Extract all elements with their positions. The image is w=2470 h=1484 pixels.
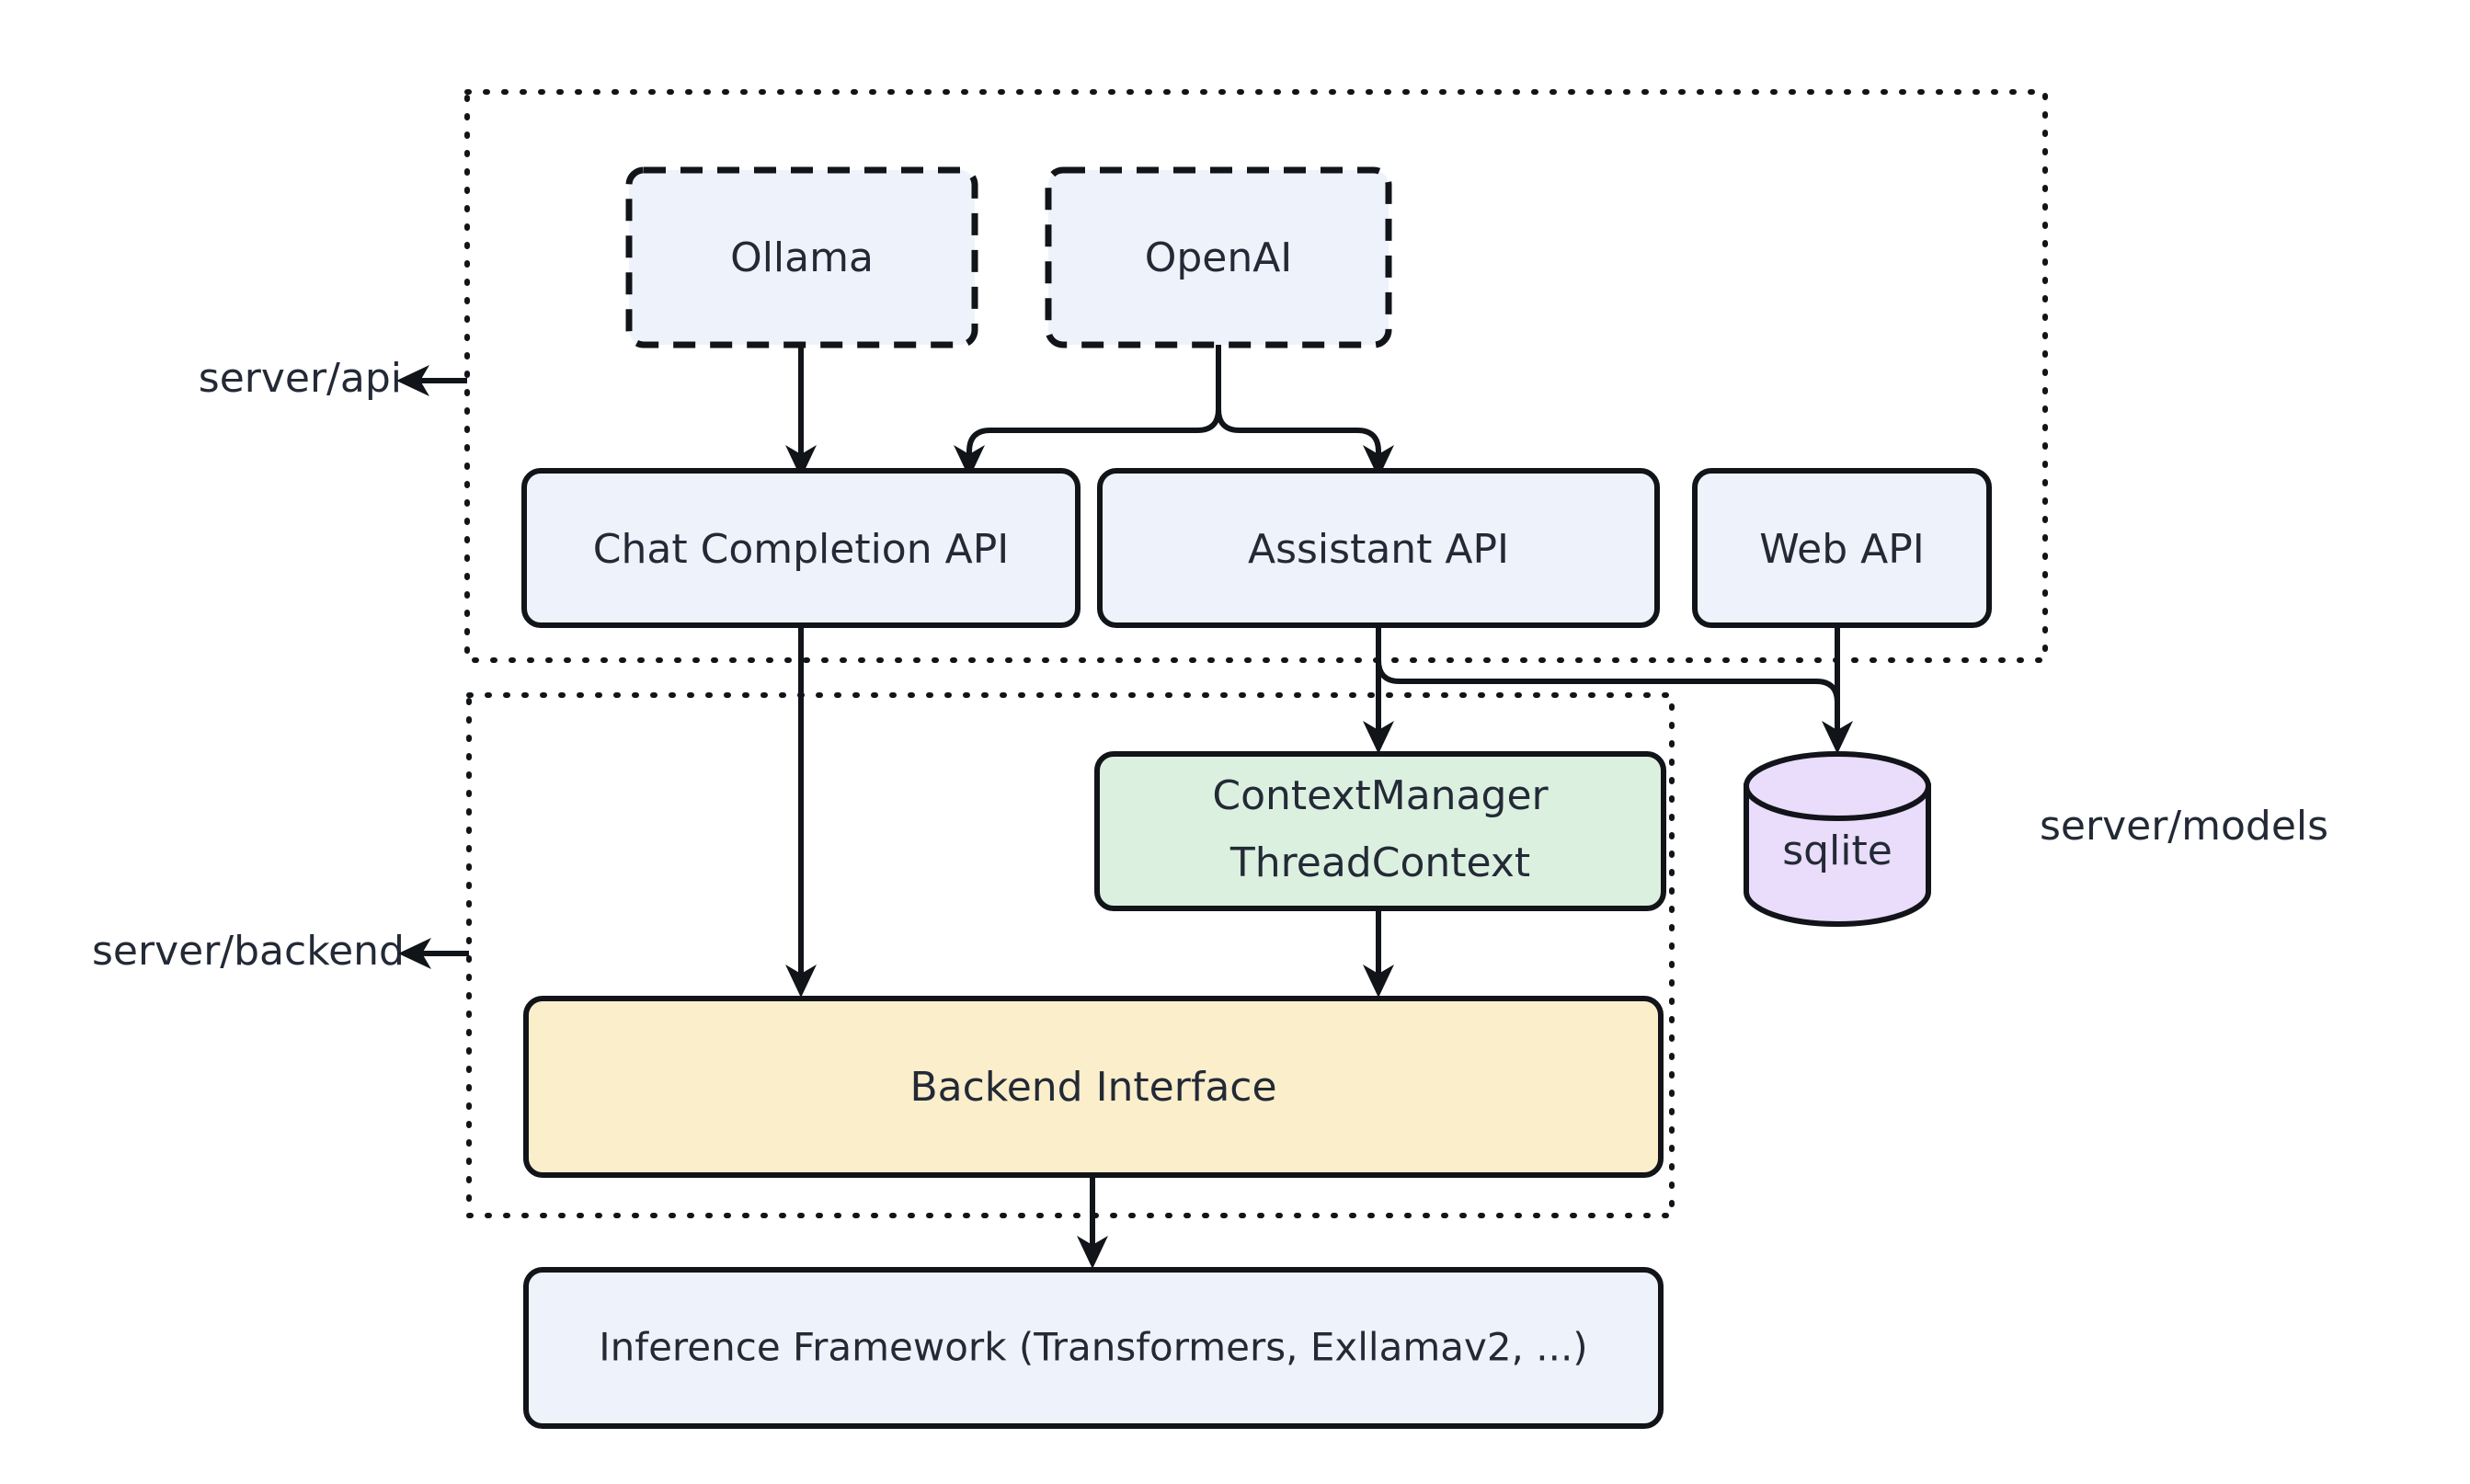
node-context-manager-label: ContextManager [1212,772,1549,819]
node-openai[interactable]: OpenAI [1045,166,1392,348]
node-backend-interface-box[interactable] [523,996,1664,1178]
edge-assistant-api-to-sqlite [1376,625,1853,754]
node-ollama-label: Ollama [730,234,874,281]
group-label-server-backend-text: server/backend [92,928,405,975]
node-ollama-box[interactable] [625,166,978,348]
edge-ollama-to-chat-completion-api [785,345,817,478]
node-web-api-box[interactable] [1692,468,1992,628]
node-backend-interface[interactable]: Backend Interface [523,996,1664,1178]
node-sqlite-body[interactable] [1744,783,1931,927]
node-openai-label: OpenAI [1145,234,1293,281]
node-thread-context-label: ThreadContext [1229,839,1530,886]
node-inference-framework[interactable]: Inference Framework (Transformers, Exlla… [523,1267,1664,1429]
group-label-server-api: server/api [199,355,467,402]
node-chat-completion-api-label: Chat Completion API [593,526,1009,573]
edge-context-manager-to-backend-interface [1363,908,1394,998]
cluster-server-api [464,89,2048,663]
node-openai-box[interactable] [1045,166,1392,348]
edge-openai-to-chat-completion-api [954,345,1221,478]
node-context-manager[interactable]: ContextManager ThreadContext [1094,751,1666,911]
node-inference-framework-box[interactable] [523,1267,1664,1429]
edge-backend-interface-to-inference-framework [1077,1175,1108,1269]
group-label-server-api-text: server/api [199,355,402,402]
edge-openai-to-assistant-api [1216,345,1394,478]
node-inference-framework-label: Inference Framework (Transformers, Exlla… [599,1325,1587,1370]
node-ollama[interactable]: Ollama [625,166,978,348]
group-label-server-models-text: server/models [2040,803,2328,850]
node-backend-interface-label: Backend Interface [909,1064,1276,1111]
node-sqlite-top[interactable] [1744,751,1931,821]
node-sqlite[interactable]: sqlite [1744,751,1931,927]
node-web-api-label: Web API [1759,526,1925,573]
node-sqlite-label: sqlite [1782,828,1893,874]
node-web-api[interactable]: Web API [1692,468,1992,628]
node-assistant-api[interactable]: Assistant API [1097,468,1660,628]
node-context-manager-box[interactable] [1094,751,1666,911]
edge-chat-completion-api-to-backend-interface [785,625,817,998]
node-chat-completion-api[interactable]: Chat Completion API [521,468,1081,628]
group-label-server-backend: server/backend [92,928,469,975]
group-label-server-models: server/models [2040,803,2328,850]
node-chat-completion-api-box[interactable] [521,468,1081,628]
node-assistant-api-label: Assistant API [1248,526,1509,573]
node-assistant-api-box[interactable] [1097,468,1660,628]
